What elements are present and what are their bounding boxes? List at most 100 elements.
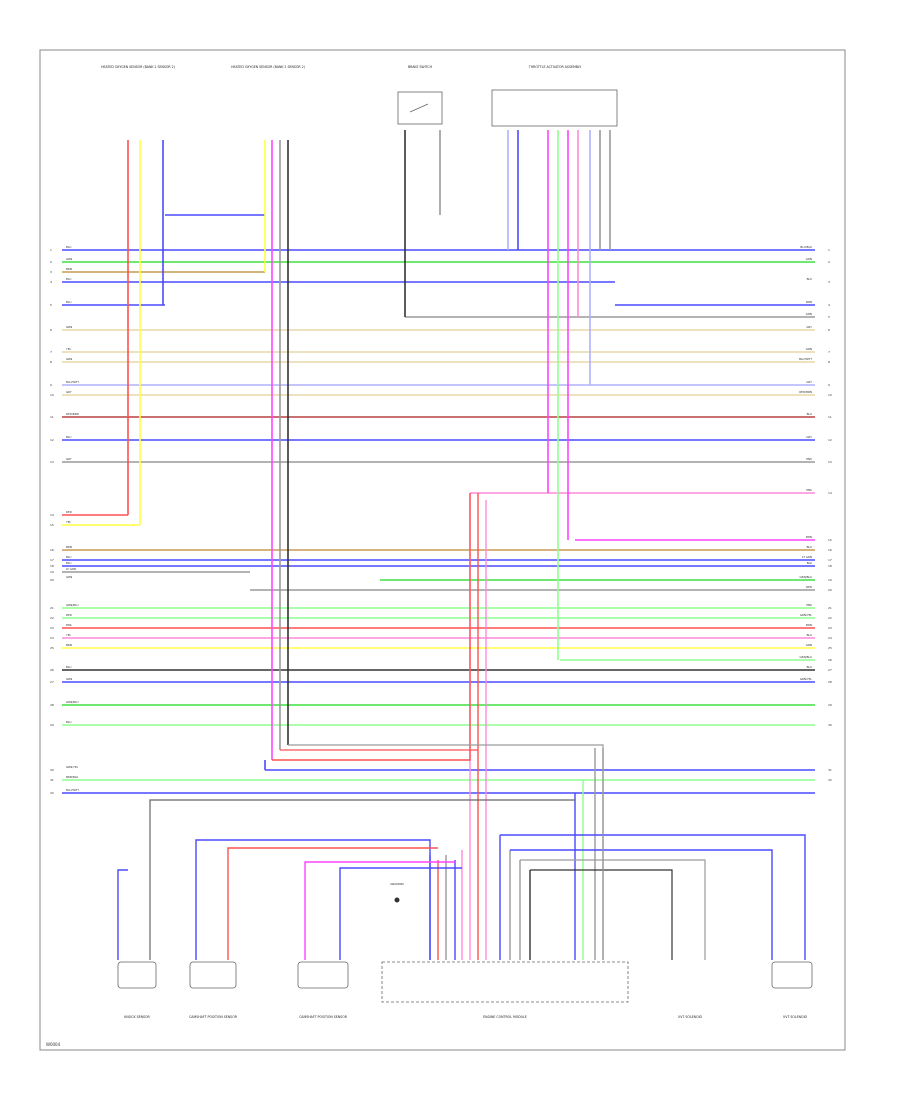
vvt1-wire — [520, 859, 706, 960]
left-connector-number: 27 — [50, 680, 54, 684]
knock-sensor-body — [117, 961, 157, 989]
left-wire-label: GRN — [66, 257, 72, 261]
left-wire-label: BLU — [66, 277, 71, 281]
wire — [272, 493, 471, 761]
vvt1-wire — [530, 869, 673, 960]
right-connector-number: 4 — [828, 303, 830, 307]
right-connector-number: 21 — [828, 606, 832, 610]
right-connector-number: 7 — [828, 350, 830, 354]
left-connector-number: 30 — [50, 768, 54, 772]
left-connector-number: 11 — [50, 415, 54, 419]
right-connector-number: 23 — [828, 626, 832, 630]
right-wire-label: BLK — [807, 561, 812, 565]
camshaft-sensor-2-body — [297, 961, 349, 989]
brake-switch-contact — [409, 103, 429, 113]
right-connector-number: 27 — [828, 668, 832, 672]
left-wire-label: GRY — [66, 390, 72, 394]
right-connector-number: 8 — [828, 360, 830, 364]
left-wire-label: YEL — [66, 347, 71, 351]
left-wire-label: BRN — [66, 643, 72, 647]
right-connector-number: 12 — [828, 438, 832, 442]
right-wire-label: BLU/WHT — [799, 357, 812, 361]
throttle-connector — [491, 89, 618, 127]
vvt2-wire — [500, 834, 806, 960]
brake-switch-body — [397, 91, 443, 125]
right-connector-number: 10 — [828, 393, 832, 397]
left-connector-number: 13 — [50, 460, 54, 464]
left-wire-label: RED/BRN — [66, 412, 79, 416]
ground-ref-label: GROUND — [390, 882, 404, 886]
left-connector-number: 17 — [50, 558, 54, 562]
right-wire-label: GRY — [806, 325, 812, 329]
right-wire-label: GRY — [806, 380, 812, 384]
left-connector-number: 7 — [50, 350, 52, 354]
vvt-solenoid-2-body — [771, 961, 813, 989]
knock-sensor-label: KNOCK SENSOR — [124, 1015, 150, 1019]
right-wire-label: BLU — [807, 277, 812, 281]
right-wire-label: BRN — [806, 535, 812, 539]
left-connector-number: 15 — [50, 523, 54, 527]
diagram-frame — [39, 49, 846, 1051]
right-connector-number: 16 — [828, 548, 832, 552]
right-connector-number: 2 — [828, 260, 830, 264]
right-wire-label: RED — [806, 585, 812, 589]
left-wire-label: BRN/BLK — [66, 775, 78, 779]
ecm-body — [381, 961, 629, 1003]
left-connector-number: 12 — [50, 438, 54, 442]
right-wire-label: BLU — [807, 412, 812, 416]
left-connector-numbers: 1234567891011121314151617181920212223242… — [50, 248, 54, 795]
brake-switch-label: BRAKE SWITCH — [408, 65, 433, 69]
right-connector-numbers: 1234567891011121314151617181920212223242… — [828, 248, 832, 782]
left-connector-number: 10 — [50, 393, 54, 397]
right-wire-label: BRN — [806, 623, 812, 627]
right-connector-number: 13 — [828, 460, 832, 464]
ecm-label: ENGINE CONTROL MODULE — [483, 1015, 527, 1019]
left-wire-label: YEL — [66, 520, 71, 524]
vvt-solenoid-2-label: VVT SOLENOID — [783, 1015, 807, 1019]
right-connector-number: 25 — [828, 646, 832, 650]
rear-o2-bank1-label: HEATED OXYGEN SENSOR (BANK 1 SENSOR 2) — [101, 65, 175, 69]
left-connector-number: 18 — [50, 564, 54, 568]
right-connector-number: 14 — [828, 491, 832, 495]
left-wire-label: LT GRN — [66, 567, 76, 571]
right-wire-label: GRY — [806, 435, 812, 439]
left-wire-label: GRN — [66, 575, 72, 579]
left-wire-label: RED — [66, 613, 72, 617]
left-connector-number: 4 — [50, 280, 52, 284]
right-connector-number: 9 — [828, 383, 830, 387]
knock-shield — [149, 799, 575, 960]
right-wire-label: GRN — [806, 643, 812, 647]
right-connector-number: 11 — [828, 415, 832, 419]
cam2-wire — [304, 861, 455, 960]
camshaft-sensor-1-label: CAMSHAFT POSITION SENSOR — [189, 1015, 238, 1019]
rear-o2-bank2-label: HEATED OXYGEN SENSOR (BANK 2 SENSOR 2) — [231, 65, 305, 69]
left-connector-number: 20 — [50, 578, 54, 582]
left-wire-label: PNK — [66, 623, 72, 627]
right-wire-label: BLU — [807, 665, 812, 669]
left-wire-label: BLU — [66, 300, 71, 304]
left-wire-label: BLU — [66, 561, 71, 565]
left-connector-number: 5 — [50, 303, 52, 307]
right-wire-label: PNK — [806, 603, 812, 607]
left-connector-number: 32 — [50, 791, 54, 795]
left-connector-number: 19 — [50, 570, 54, 574]
left-wire-label: BRN — [66, 545, 72, 549]
cam1-wire — [227, 847, 438, 960]
right-wire-label: PNK — [806, 457, 812, 461]
right-wire-label: BRN — [806, 300, 812, 304]
left-wire-label: GRN — [66, 357, 72, 361]
left-wire-label: GRY — [66, 457, 72, 461]
right-connector-number: 18 — [828, 564, 832, 568]
throttle-actuator-label: THROTTLE ACTUATOR ASSEMBLY — [528, 65, 581, 69]
left-connector-number: 3 — [50, 270, 52, 274]
left-wire-label: BRN — [66, 267, 72, 271]
left-wire-label: BLU — [66, 555, 71, 559]
right-wire-label: PNK — [806, 488, 812, 492]
right-wire-label: GRN/YEL — [800, 677, 813, 681]
left-connector-number: 23 — [50, 626, 54, 630]
left-wire-label: BLU/WHT — [66, 788, 79, 792]
left-connector-number: 1 — [50, 248, 52, 252]
left-connector-number: 29 — [50, 723, 54, 727]
right-wire-label: GRN — [806, 347, 812, 351]
